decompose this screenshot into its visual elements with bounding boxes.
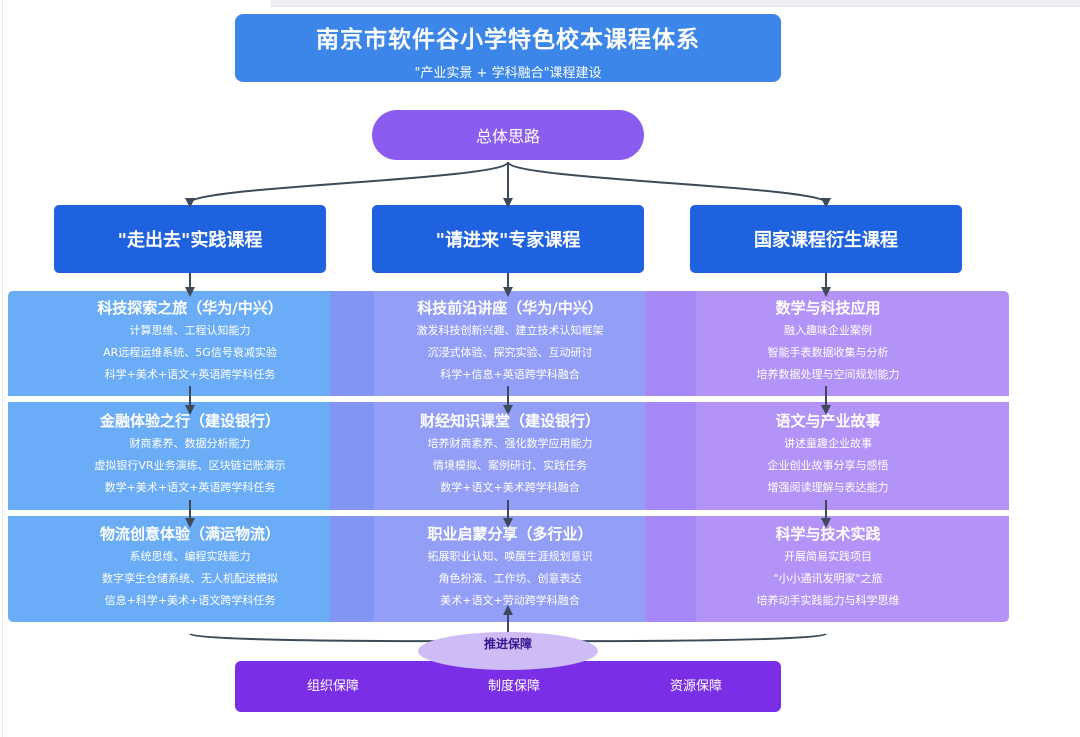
category-label: "走出去"实践课程 (117, 230, 263, 251)
category-practice: "走出去"实践课程 (54, 205, 326, 273)
category-expert: "请进来"专家课程 (372, 205, 644, 273)
support-item-system: 制度保障 (488, 679, 541, 694)
card-col1-row1: 科技探索之旅（华为/中兴） 计算思维、工程认知能力 AR远程运维系统、5G信号衰… (10, 297, 370, 386)
category-national: 国家课程衍生课程 (690, 205, 962, 273)
card-line: 信息+科学+美术+语文跨学科任务 (104, 594, 276, 607)
card-line: 拓展职业认知、唤醒生涯规划意识 (427, 550, 593, 563)
support-item-organization: 组织保障 (307, 679, 360, 694)
card-line: 美术+语文+劳动跨学科融合 (440, 594, 580, 607)
card-title: 科学与技术实践 (775, 525, 881, 543)
support-label: 推进保障 (483, 637, 532, 651)
card-line: 系统思维、编程实践能力 (129, 550, 251, 563)
card-title: 财经知识课堂（建设银行） (419, 412, 600, 430)
card-col2-row3: 职业启蒙分享（多行业） 拓展职业认知、唤醒生涯规划意识 角色扮演、工作坊、创意表… (330, 523, 690, 612)
card-title: 物流创意体验（满运物流） (99, 525, 280, 543)
card-line: 激发科技创新兴趣、建立技术认知框架 (416, 324, 604, 337)
column-bg-expert (330, 291, 696, 622)
card-col2-row2: 财经知识课堂（建设银行） 培养财商素养、强化数学应用能力 情境模拟、案例研讨、实… (330, 410, 690, 499)
diagram-subtitle: "产业实景 + 学科融合"课程建设 (414, 66, 602, 81)
card-line: 情境模拟、案例研讨、实践任务 (433, 459, 587, 472)
card-line: 智能手表数据收集与分析 (767, 346, 889, 359)
card-col3-row2: 语文与产业故事 讲述童趣企业故事 企业创业故事分享与感悟 增强阅读理解与表达能力 (648, 410, 1008, 499)
card-line: 数学+美术+语文+英语跨学科任务 (104, 481, 276, 494)
card-title: 数学与科技应用 (775, 299, 881, 317)
card-line: 科学+美术+语文+英语跨学科任务 (104, 368, 276, 381)
left-border (2, 0, 3, 737)
card-col2-row1: 科技前沿讲座（华为/中兴） 激发科技创新兴趣、建立技术认知框架 沉浸式体验、探究… (330, 297, 690, 386)
card-col1-row3: 物流创意体验（满运物流） 系统思维、编程实践能力 数字孪生仓储系统、无人机配送模… (10, 523, 370, 612)
card-col3-row1: 数学与科技应用 融入趣味企业案例 智能手表数据收集与分析 培养数据处理与空间规划… (648, 297, 1008, 386)
support-ellipse (418, 632, 598, 670)
column-bg-practice (8, 291, 374, 622)
category-label: 国家课程衍生课程 (754, 230, 898, 251)
card-line: 企业创业故事分享与感悟 (767, 459, 889, 472)
card-line: 虚拟银行VR业务演练、区块链记账演示 (94, 459, 286, 472)
card-line: 开展简易实践项目 (784, 550, 872, 563)
card-title: 职业启蒙分享（多行业） (427, 525, 593, 543)
column-bg-national (645, 291, 1009, 622)
category-label: "请进来"专家课程 (435, 230, 581, 251)
card-title: 科技探索之旅（华为/中兴） (97, 299, 283, 317)
card-line: 计算思维、工程认知能力 (129, 324, 251, 337)
card-line: 数学+语文+美术跨学科融合 (440, 481, 580, 494)
card-line: "小小通讯发明家"之旅 (773, 572, 883, 585)
diagram-title: 南京市软件谷小学特色校本课程体系 (316, 27, 700, 53)
top-scrollbar-strip (270, 0, 1080, 7)
card-col3-row3: 科学与技术实践 开展简易实践项目 "小小通讯发明家"之旅 培养动手实践能力与科学… (648, 523, 1008, 612)
card-col1-row2: 金融体验之行（建设银行） 财商素养、数据分析能力 虚拟银行VR业务演练、区块链记… (10, 410, 370, 499)
card-line: 讲述童趣企业故事 (784, 437, 872, 450)
card-title: 科技前沿讲座（华为/中兴） (417, 299, 603, 317)
title-banner: 南京市软件谷小学特色校本课程体系 "产业实景 + 学科融合"课程建设 (235, 14, 781, 82)
card-line: 科学+信息+英语跨学科融合 (440, 368, 580, 381)
card-line: 增强阅读理解与表达能力 (767, 481, 889, 494)
card-title: 语文与产业故事 (775, 412, 881, 430)
card-line: 培养动手实践能力与科学思维 (756, 594, 900, 607)
card-line: 培养数据处理与空间规划能力 (756, 368, 900, 381)
root-node-label: 总体思路 (475, 127, 540, 146)
support-item-resource: 资源保障 (670, 679, 723, 694)
connector-root-practice (185, 161, 509, 208)
root-node: 总体思路 (372, 110, 644, 160)
card-line: 角色扮演、工作坊、创意表达 (438, 572, 582, 585)
card-line: 融入趣味企业案例 (784, 324, 872, 337)
card-title: 金融体验之行（建设银行） (99, 412, 280, 430)
card-line: 数字孪生仓储系统、无人机配送模拟 (102, 572, 278, 585)
card-line: 财商素养、数据分析能力 (129, 437, 251, 450)
card-line: 培养财商素养、强化数学应用能力 (427, 437, 593, 450)
connector-root-national (507, 161, 831, 208)
card-line: AR远程运维系统、5G信号衰减实验 (103, 346, 277, 359)
card-line: 沉浸式体验、探究实验、互动研讨 (427, 346, 593, 359)
